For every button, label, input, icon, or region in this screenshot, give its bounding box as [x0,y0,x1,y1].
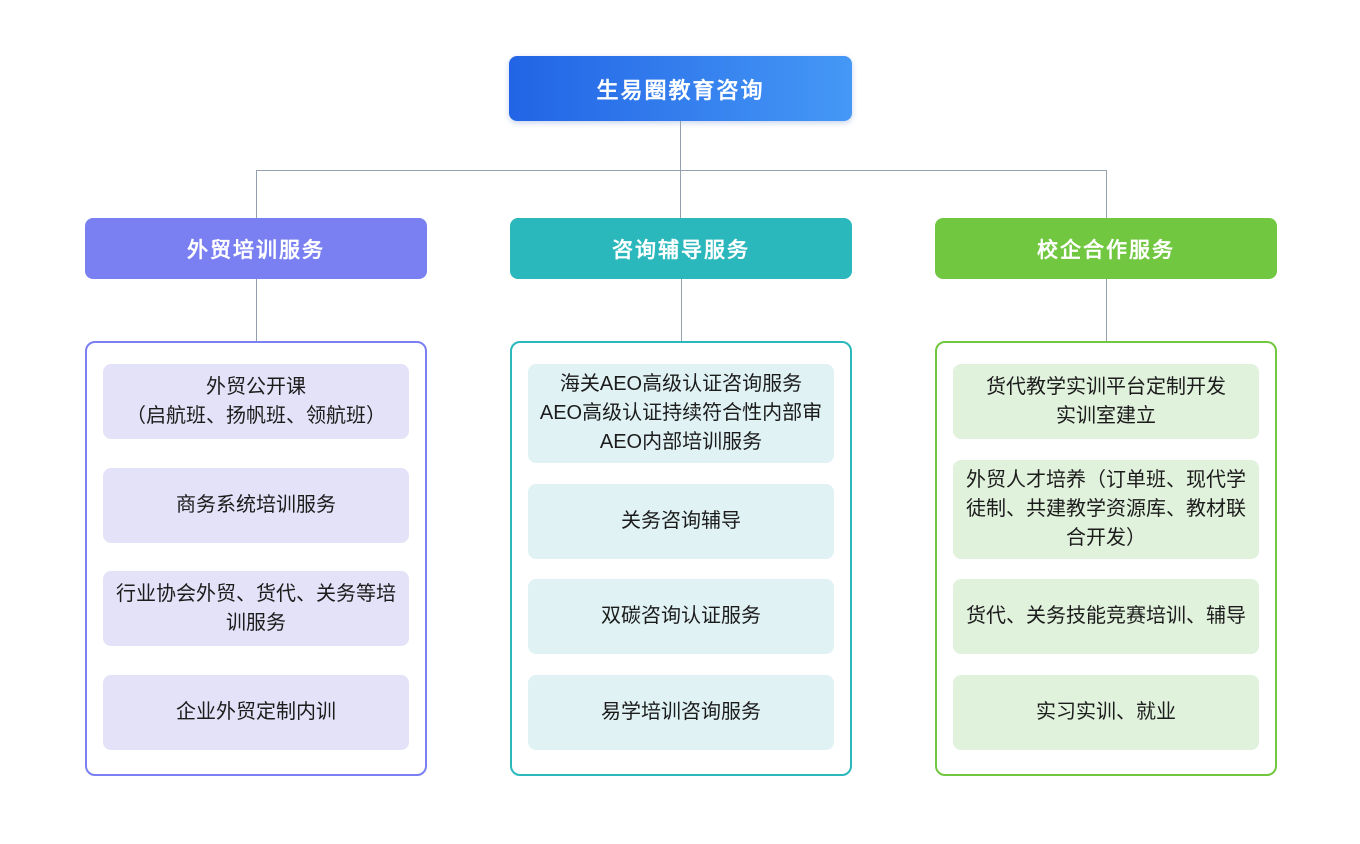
leaf-node[interactable]: 货代教学实训平台定制开发 实训室建立 [953,364,1259,439]
leaf-node[interactable]: 双碳咨询认证服务 [528,579,834,655]
connector-header-stem [255,279,257,341]
branch-container-school-enterprise: 货代教学实训平台定制开发 实训室建立 外贸人才培养（订单班、现代学徒制、共建教学… [935,341,1277,776]
branch-header-trade-training[interactable]: 外贸培训服务 [85,218,427,279]
branch-container-consulting-coaching: 海关AEO高级认证咨询服务 AEO高级认证持续符合性内部审 AEO内部培训服务 … [510,341,852,776]
connector-root-stem [680,121,681,170]
leaf-node[interactable]: 海关AEO高级认证咨询服务 AEO高级认证持续符合性内部审 AEO内部培训服务 [528,364,834,463]
connector-horizontal [256,170,1106,171]
branch-school-enterprise: 校企合作服务 货代教学实训平台定制开发 实训室建立 外贸人才培养（订单班、现代学… [935,218,1277,776]
connector-branch-stem-left [256,170,257,218]
connector-branch-stem-center [680,170,681,218]
leaf-node[interactable]: 行业协会外贸、货代、关务等培训服务 [103,571,409,647]
leaf-node[interactable]: 关务咨询辅导 [528,483,834,559]
leaf-node[interactable]: 企业外贸定制内训 [103,674,409,750]
connector-header-stem [1105,279,1107,341]
branch-trade-training: 外贸培训服务 外贸公开课 （启航班、扬帆班、领航班） 商务系统培训服务 行业协会… [85,218,427,776]
branch-header-consulting-coaching[interactable]: 咨询辅导服务 [510,218,852,279]
leaf-node[interactable]: 外贸人才培养（订单班、现代学徒制、共建教学资源库、教材联合开发） [953,459,1259,559]
branch-consulting-coaching: 咨询辅导服务 海关AEO高级认证咨询服务 AEO高级认证持续符合性内部审 AEO… [510,218,852,776]
leaf-node[interactable]: 实习实训、就业 [953,674,1259,750]
leaf-node[interactable]: 易学培训咨询服务 [528,674,834,750]
branch-container-trade-training: 外贸公开课 （启航班、扬帆班、领航班） 商务系统培训服务 行业协会外贸、货代、关… [85,341,427,776]
leaf-node[interactable]: 商务系统培训服务 [103,467,409,543]
root-node[interactable]: 生易圈教育咨询 [509,56,852,121]
leaf-node[interactable]: 外贸公开课 （启航班、扬帆班、领航班） [103,364,409,439]
branch-header-school-enterprise[interactable]: 校企合作服务 [935,218,1277,279]
connector-branch-stem-right [1106,170,1107,218]
connector-header-stem [680,279,682,341]
leaf-node[interactable]: 货代、关务技能竞赛培训、辅导 [953,579,1259,655]
